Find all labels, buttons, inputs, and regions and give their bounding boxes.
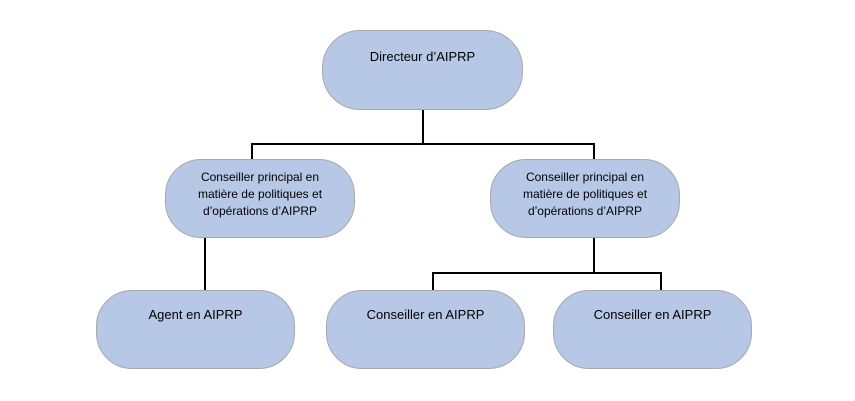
- senior-right-line-1: Conseiller principal en: [525, 170, 645, 184]
- agent-label: Agent en AIPRP: [148, 307, 243, 322]
- advisor-node-2: Conseiller en AIPRP: [553, 290, 752, 369]
- senior-advisor-right-node: Conseiller principal en matière de polit…: [490, 159, 680, 238]
- senior-left-line-1: Conseiller principal en: [200, 170, 320, 184]
- director-node: Directeur d’AIPRP: [322, 30, 523, 110]
- director-label: Directeur d’AIPRP: [369, 48, 476, 64]
- senior-left-line-2: matière de politiques et: [197, 187, 323, 201]
- senior-advisor-left-node: Conseiller principal en matière de polit…: [165, 159, 355, 238]
- senior-advisor-right-label: Conseiller principal en matière de polit…: [523, 169, 647, 220]
- senior-left-line-3: d’opérations d’AIPRP: [202, 204, 318, 218]
- advisor-node-1: Conseiller en AIPRP: [326, 290, 525, 369]
- advisor-2-label: Conseiller en AIPRP: [593, 307, 712, 322]
- agent-node: Agent en AIPRP: [96, 290, 295, 369]
- senior-right-line-3: d’opérations d’AIPRP: [527, 204, 643, 218]
- senior-right-line-2: matière de politiques et: [522, 187, 648, 201]
- advisor-1-label: Conseiller en AIPRP: [366, 307, 485, 322]
- senior-advisor-left-label: Conseiller principal en matière de polit…: [198, 169, 322, 220]
